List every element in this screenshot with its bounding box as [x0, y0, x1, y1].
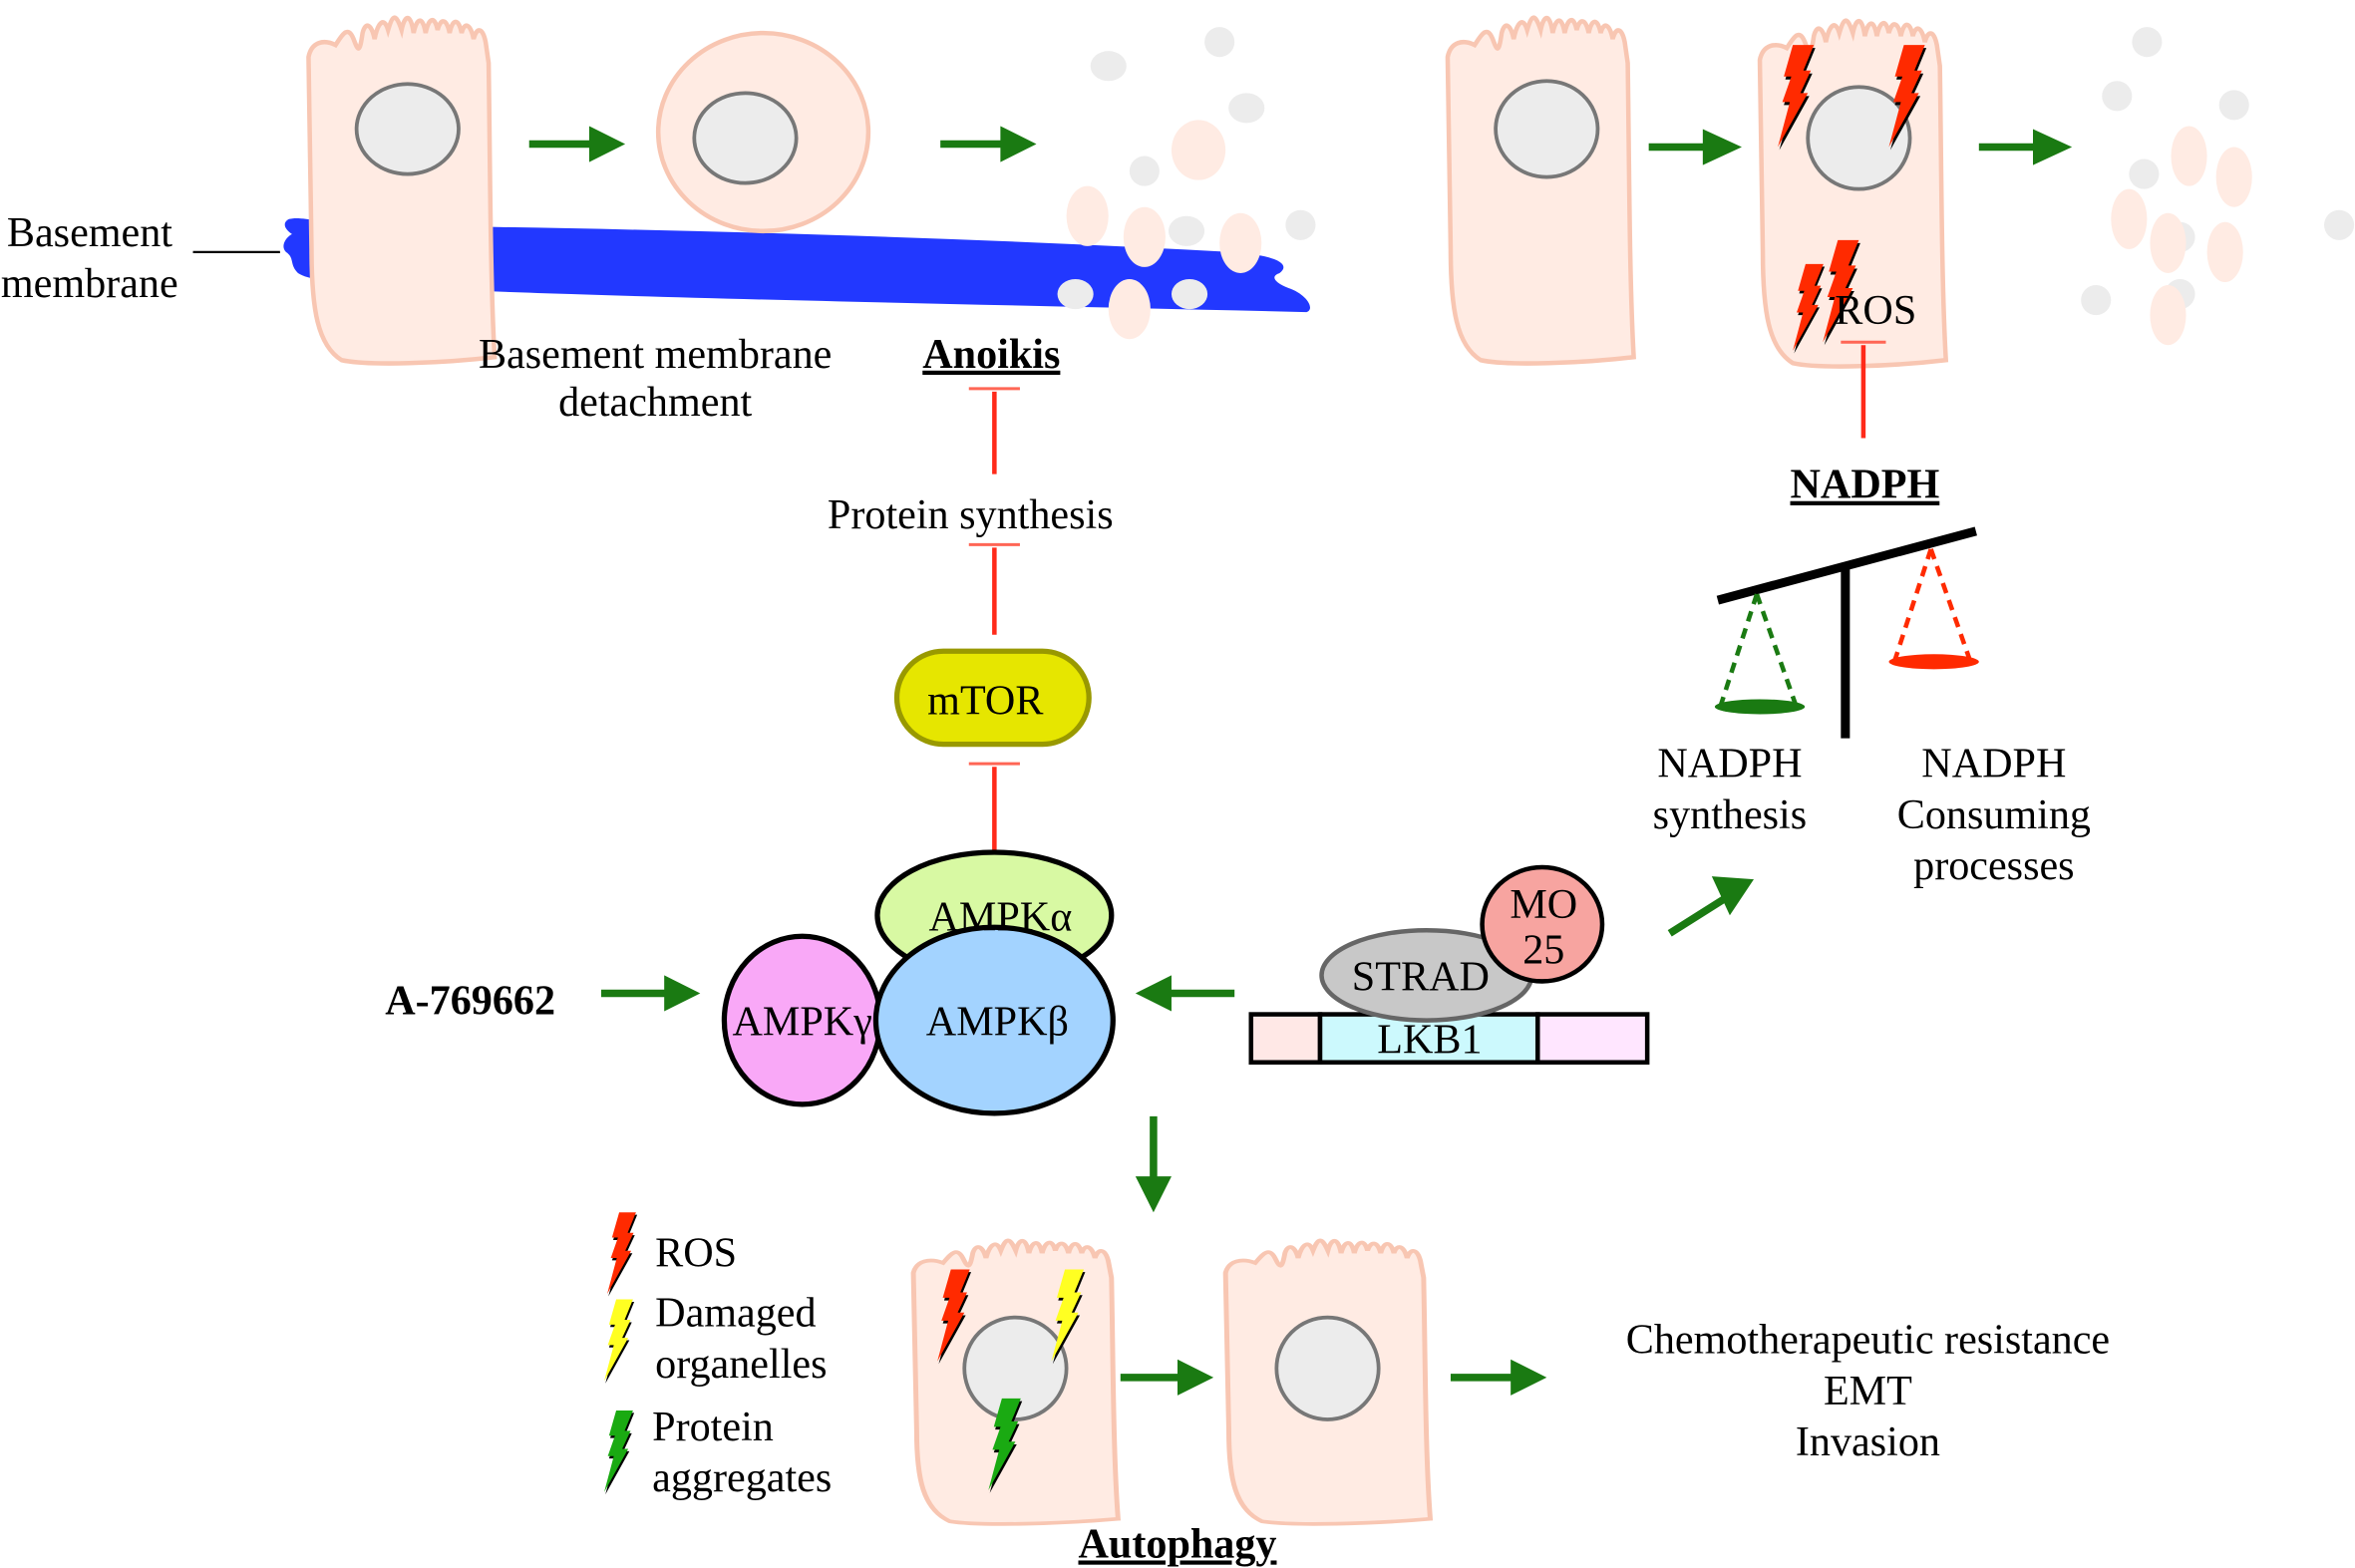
mo25-label-line2: 25 — [1522, 926, 1564, 973]
ros-bolt-icon — [607, 1212, 638, 1297]
healthy-cell — [1448, 18, 1634, 364]
legend-label: aggregates — [652, 1454, 832, 1501]
nadph-synthesis-label-line1: NADPH — [1657, 741, 1802, 787]
activation-arrow — [1978, 129, 2073, 165]
activation-arrow — [1667, 876, 1755, 937]
detachment-label-line2: detachment — [558, 379, 752, 426]
anoikis-title: Anoikis — [922, 331, 1060, 378]
attached-cell — [308, 18, 495, 364]
anoikis-panel: Basement membrane — [1, 18, 1316, 426]
activation-arrow — [528, 126, 626, 162]
nucleus — [1494, 79, 1600, 179]
mtor-node: mTOR — [893, 648, 1092, 748]
cell-debris — [2081, 27, 2355, 346]
autophagy-panel: ROS Damaged organelles Protein aggregate… — [603, 1212, 2110, 1567]
lkb1-complex: LKB1 STRAD MO 25 — [1248, 864, 1650, 1065]
consumption-pan — [1888, 548, 1979, 670]
nucleus — [354, 82, 461, 176]
damaged-organelles-bolt-icon — [603, 1299, 635, 1384]
stressed-cell — [913, 1240, 1118, 1523]
lkb1-right-domain — [1535, 1012, 1650, 1065]
recovered-cell — [1225, 1240, 1430, 1523]
ros-panel: ROS NADPH — [1448, 18, 2355, 508]
basement-membrane-label-line2: membrane — [1, 260, 178, 307]
legend-label: ROS — [655, 1229, 737, 1276]
activation-arrow — [940, 126, 1037, 162]
cell-debris — [1057, 27, 1316, 340]
ampk-beta-label: AMPKβ — [926, 999, 1069, 1046]
nucleus — [692, 91, 799, 185]
nadph-consuming-label-line3: processes — [1913, 842, 2074, 889]
mo25-node — [1480, 864, 1605, 984]
ampk-gamma-label: AMPKγ — [733, 999, 872, 1046]
legend-label: Protein — [652, 1404, 774, 1450]
ampk-alpha-label: AMPKα — [928, 893, 1072, 940]
detachment-label-line1: Basement membrane — [479, 331, 832, 378]
central-pathway: Protein synthesis mTOR AMPKα AMPKγ AMPKβ… — [385, 387, 1755, 1213]
activation-arrow — [1450, 1359, 1547, 1396]
outcome-emt: EMT — [1824, 1368, 1912, 1414]
legend-protein-aggregates: Protein aggregates — [603, 1404, 832, 1501]
legend-label: Damaged — [655, 1290, 816, 1337]
nadph-balance-scale: NADPH synthesis NADPH Consuming processe… — [1653, 526, 2091, 889]
outcome-chemoresistance: Chemotherapeutic resistance — [1626, 1317, 2110, 1364]
nadph-title: NADPH — [1791, 462, 1940, 508]
activation-arrow — [1135, 975, 1235, 1012]
activator-label: A-769662 — [385, 978, 555, 1025]
mtor-label: mTOR — [927, 678, 1044, 725]
ros-label: ROS — [1835, 287, 1916, 334]
nucleus — [962, 1315, 1069, 1421]
strad-label: STRAD — [1352, 953, 1490, 1000]
activation-arrow — [1120, 1359, 1214, 1396]
lkb1-left-domain — [1248, 1012, 1323, 1065]
basement-membrane-label-line1: Basement — [7, 209, 172, 256]
legend-label: organelles — [655, 1341, 827, 1388]
nadph-consuming-label-line2: Consuming — [1897, 791, 2091, 838]
ampk-beta-node — [872, 924, 1116, 1116]
legend-damaged-organelles: Damaged organelles — [603, 1290, 828, 1388]
activation-arrow — [600, 975, 701, 1012]
detached-cell — [655, 30, 871, 234]
nucleus — [1274, 1315, 1381, 1421]
nadph-synthesis-label-line2: synthesis — [1653, 791, 1807, 838]
ros-stressed-cell — [1760, 21, 1946, 367]
ampk-complex: AMPKα AMPKγ AMPKβ — [721, 849, 1116, 1116]
nucleus — [1806, 85, 1912, 191]
mo25-label-line1: MO — [1510, 881, 1577, 928]
protein-aggregates-bolt-icon — [603, 1410, 635, 1495]
nadph-consuming-label-line1: NADPH — [1921, 741, 2066, 787]
activation-arrow — [1648, 129, 1742, 165]
lkb1-label: LKB1 — [1377, 1017, 1482, 1064]
autophagy-title: Autophagy — [1079, 1520, 1277, 1567]
activation-arrow — [1135, 1115, 1172, 1213]
protein-synthesis-label: Protein synthesis — [828, 491, 1114, 538]
legend-ros: ROS — [607, 1212, 737, 1297]
synthesis-pan — [1714, 593, 1806, 715]
outcome-invasion: Invasion — [1796, 1418, 1940, 1465]
basement-membrane — [283, 217, 1310, 313]
